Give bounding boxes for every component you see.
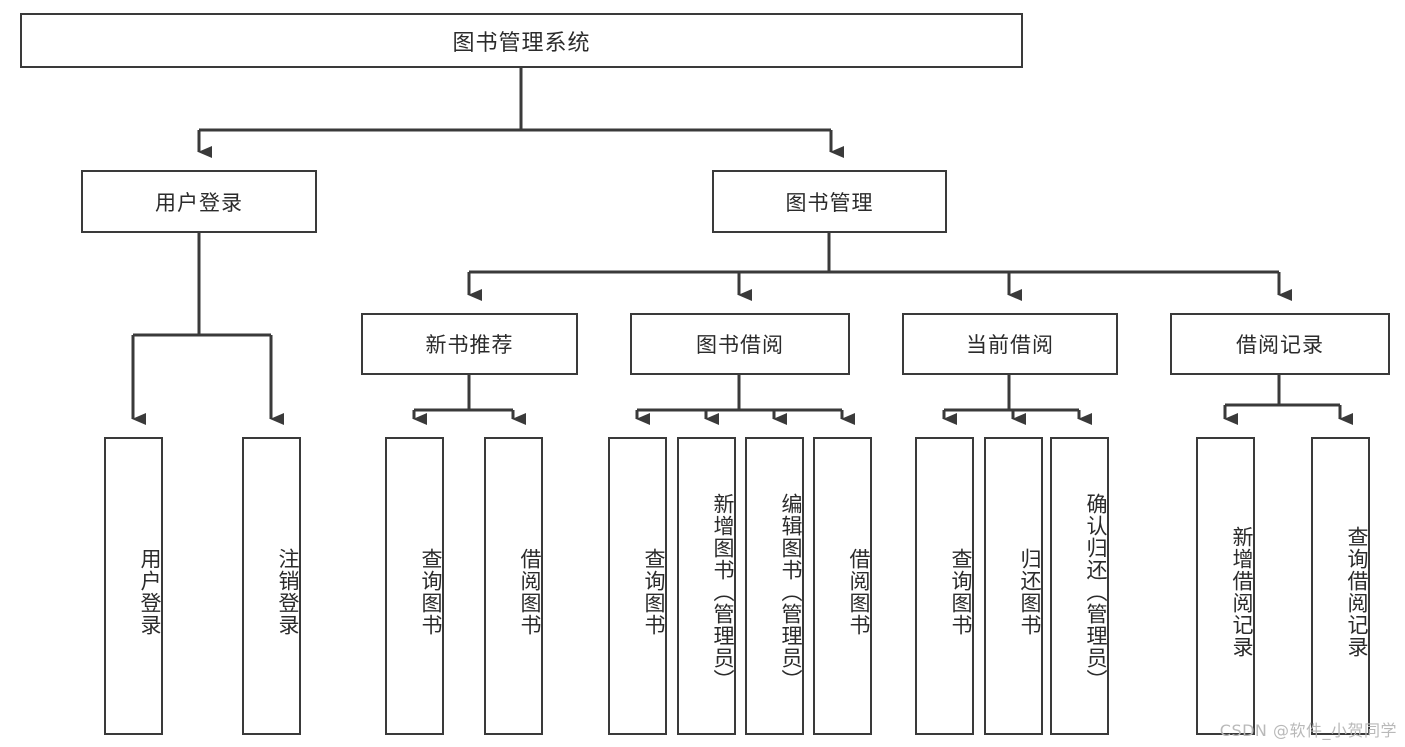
leaf-user-login[interactable]: 用户登录 [104, 437, 163, 735]
node-label: 查询图书 [642, 548, 666, 636]
node-user-login[interactable]: 用户登录 [81, 170, 317, 233]
leaf-borrow-book-recommend[interactable]: 借阅图书 [484, 437, 543, 735]
node-label: 查询图书 [949, 548, 973, 636]
node-label: 查询图书 [419, 548, 443, 636]
leaf-query-borrow-record[interactable]: 查询借阅记录 [1311, 437, 1370, 735]
leaf-confirm-return-admin[interactable]: 确认归还（管理员） [1050, 437, 1109, 735]
node-label: 用户登录 [138, 548, 162, 636]
leaf-borrow-book[interactable]: 借阅图书 [813, 437, 872, 735]
node-book-borrow[interactable]: 图书借阅 [630, 313, 850, 375]
leaf-return-book[interactable]: 归还图书 [984, 437, 1043, 735]
node-new-book-recommend[interactable]: 新书推荐 [361, 313, 578, 375]
node-label: 新增借阅记录 [1230, 526, 1254, 658]
node-current-borrow[interactable]: 当前借阅 [902, 313, 1118, 375]
leaf-add-book-admin[interactable]: 新增图书（管理员） [677, 437, 736, 735]
leaf-query-book-borrow[interactable]: 查询图书 [608, 437, 667, 735]
node-label: 图书管理系统 [452, 30, 591, 56]
node-borrow-record[interactable]: 借阅记录 [1170, 313, 1390, 375]
node-label: 归还图书 [1018, 548, 1042, 636]
node-label: 查询借阅记录 [1345, 526, 1369, 658]
node-label: 编辑图书（管理员） [779, 493, 803, 691]
node-label: 新书推荐 [425, 333, 514, 357]
node-label: 借阅图书 [847, 548, 871, 636]
leaf-query-book-current[interactable]: 查询图书 [915, 437, 974, 735]
csdn-watermark: CSDN @软件_小贺同学 [1219, 721, 1397, 740]
node-label: 图书借阅 [696, 333, 784, 357]
node-label: 借阅记录 [1236, 333, 1324, 357]
node-label: 确认归还（管理员） [1084, 493, 1108, 691]
node-root[interactable]: 图书管理系统 [20, 13, 1023, 68]
node-book-management[interactable]: 图书管理 [712, 170, 947, 233]
node-label: 用户登录 [155, 190, 243, 215]
leaf-edit-book-admin[interactable]: 编辑图书（管理员） [745, 437, 804, 735]
node-label: 当前借阅 [966, 333, 1054, 357]
node-label: 借阅图书 [518, 548, 542, 636]
leaf-add-borrow-record[interactable]: 新增借阅记录 [1196, 437, 1255, 735]
leaf-query-book-recommend[interactable]: 查询图书 [385, 437, 444, 735]
node-label: 新增图书（管理员） [711, 493, 735, 691]
node-label: 图书管理 [785, 190, 874, 215]
node-label: 注销登录 [276, 548, 300, 636]
leaf-logout[interactable]: 注销登录 [242, 437, 301, 735]
